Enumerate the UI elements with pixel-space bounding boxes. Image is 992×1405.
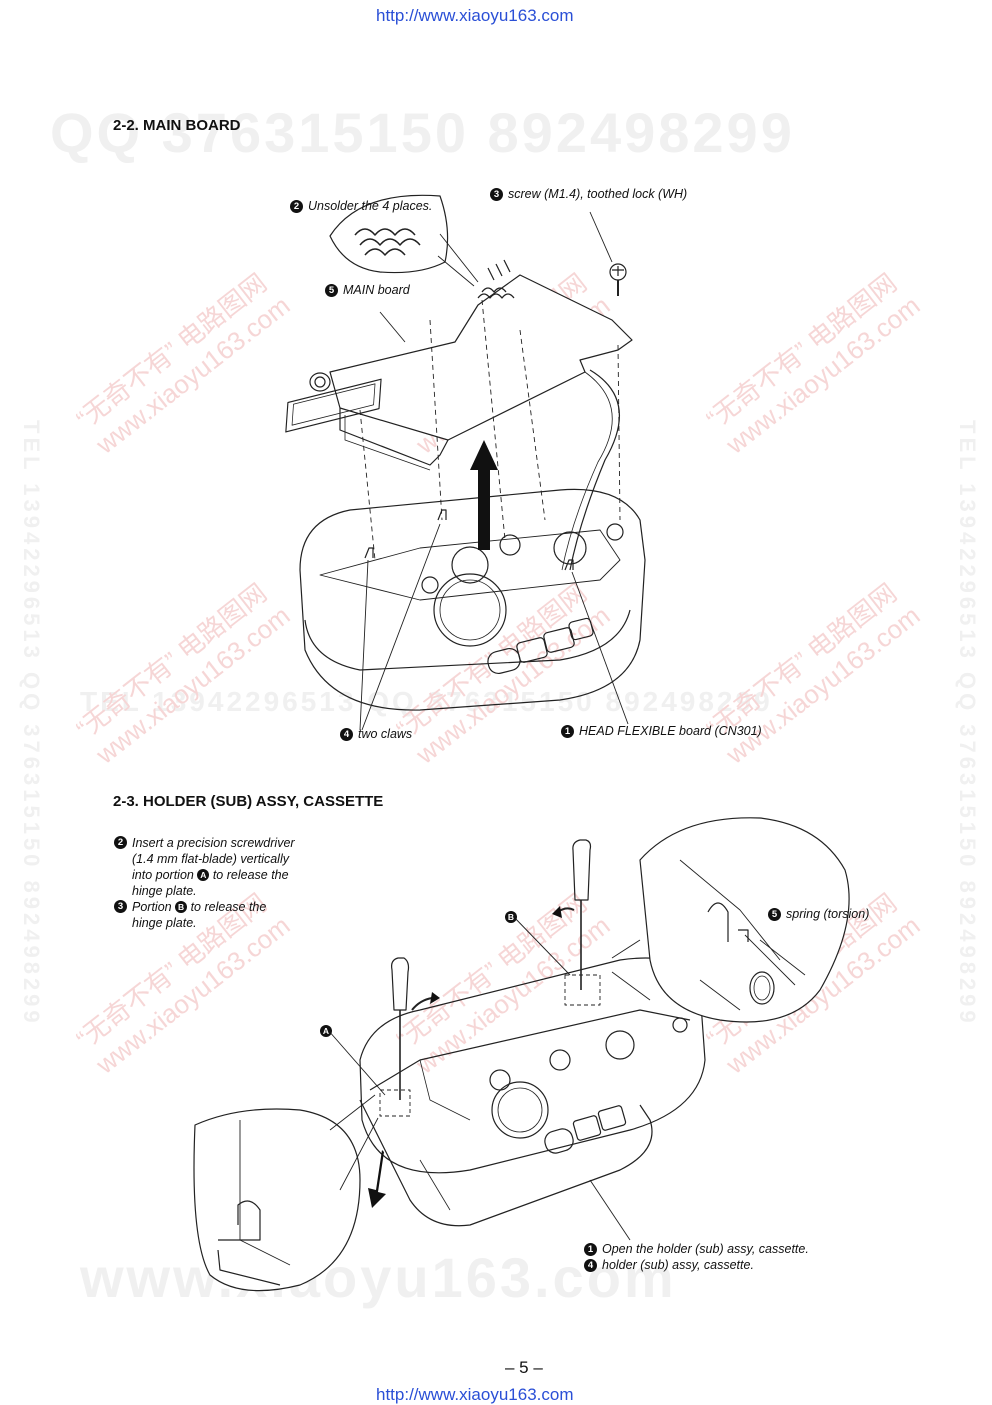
section-title-main-board: 2-2. MAIN BOARD	[113, 117, 241, 134]
watermark-bottom: www.xiaoyu163.com	[80, 1246, 677, 1309]
footer-url-link[interactable]: http://www.xiaoyu163.com	[376, 1385, 574, 1404]
watermark-vertical-left: TEL 13942296513 QQ 376315150 892498299	[19, 420, 44, 1027]
page-number: – 5 –	[505, 1358, 543, 1377]
portion-b-marker: B	[175, 901, 188, 913]
watermark-qq-top: QQ 376315150 892498299	[50, 101, 795, 164]
watermark-vertical-right: TEL 13942296513 QQ 376315150 892498299	[955, 420, 980, 1027]
step-2: 2 Insert a precision screwdriver (1.4 mm…	[114, 835, 324, 899]
step-3: 3 Portion B to release the hinge plate.	[114, 899, 324, 931]
portion-a-marker: A	[197, 869, 210, 881]
point-b-label: B	[505, 908, 517, 926]
header-url-link[interactable]: http://www.xiaoyu163.com	[376, 6, 574, 25]
point-a-label: A	[320, 1022, 332, 1040]
holder-steps: 2 Insert a precision screwdriver (1.4 mm…	[114, 835, 324, 931]
section-title-holder: 2-3. HOLDER (SUB) ASSY, CASSETTE	[113, 793, 384, 810]
